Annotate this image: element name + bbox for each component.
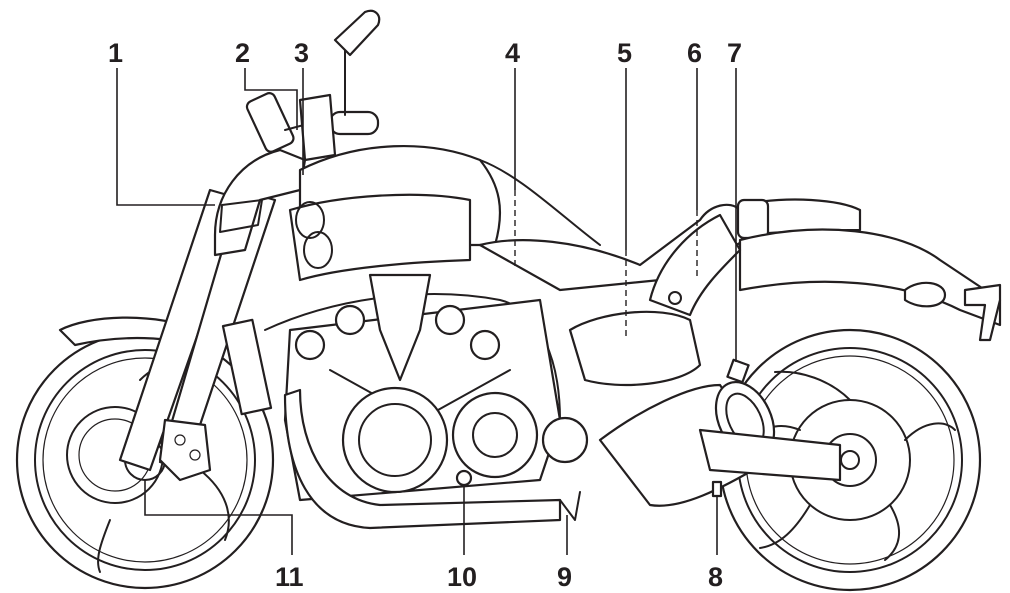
callout-7: 7 [727, 38, 742, 68]
brake-pedal-bolt [711, 480, 723, 498]
frame [264, 293, 561, 421]
engine [283, 273, 589, 502]
mirror [333, 9, 381, 116]
handlebar [245, 92, 380, 162]
callout-8: 8 [708, 562, 723, 592]
tail-light [903, 281, 947, 308]
callout-11: 11 [275, 562, 304, 592]
swingarm [698, 428, 842, 482]
exhaust-pipe [283, 388, 562, 530]
callout-1: 1 [108, 38, 123, 68]
side-cover [568, 310, 702, 387]
air-intake [288, 193, 472, 282]
shift-pedal [559, 491, 581, 521]
callout-6: 6 [687, 38, 702, 68]
callout-2: 2 [235, 38, 250, 68]
license-bracket [963, 283, 1002, 342]
front-brake-caliper [158, 418, 212, 482]
rear-fender [738, 228, 1002, 327]
rear-wheel [718, 328, 982, 592]
headlight-lens [219, 199, 263, 233]
callout-10: 10 [447, 562, 477, 592]
side-panel [648, 213, 742, 317]
callout-3: 3 [294, 38, 309, 68]
oil-filler [455, 469, 473, 487]
callout-9: 9 [557, 562, 572, 592]
callout-4: 4 [505, 38, 520, 68]
rear-shock-adjuster [726, 358, 750, 384]
leader-lines [116, 68, 737, 555]
callout-5: 5 [617, 38, 632, 68]
